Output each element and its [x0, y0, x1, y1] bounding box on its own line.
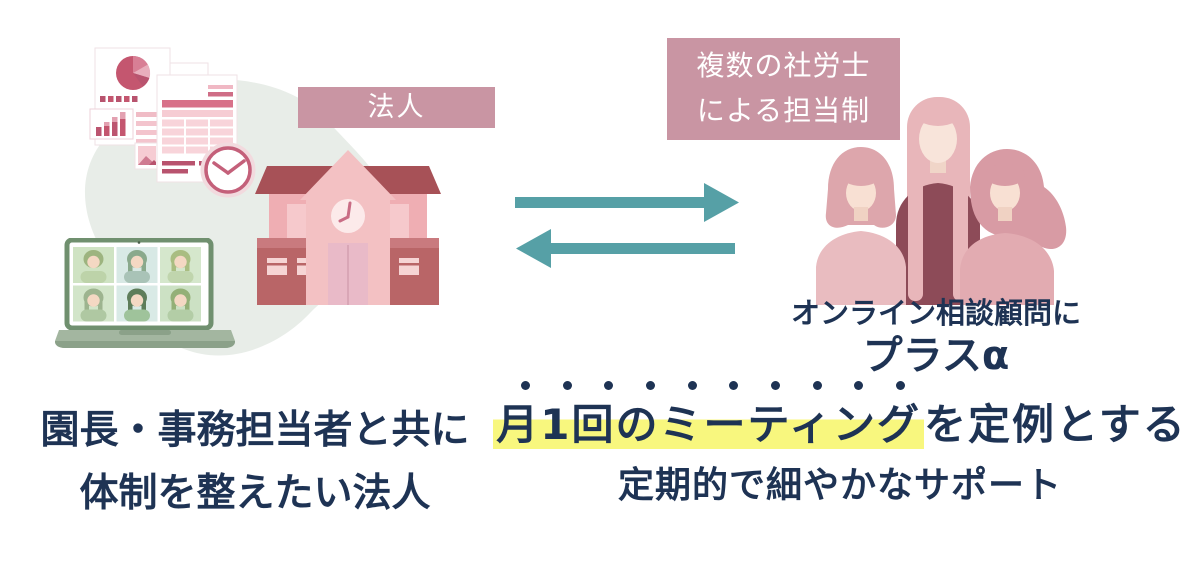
corp-badge-label: 法人 — [367, 92, 426, 123]
tower-clock-icon — [331, 199, 365, 233]
laptop-video-call-icon — [55, 238, 235, 348]
headline-line-2: 定期的で細やかなサポート — [617, 464, 1062, 506]
bar-chart-icon — [89, 108, 134, 140]
emphasis-dot — [604, 380, 614, 390]
school-building-illustration — [255, 150, 441, 305]
video-tile — [73, 247, 114, 283]
three-consultants-icon — [816, 97, 1067, 305]
consultants-badge-line-1: 複数の社労士 — [696, 49, 871, 82]
school-building-icon — [255, 150, 441, 305]
pie-chart-icon — [116, 56, 151, 90]
legend-squares — [100, 96, 138, 102]
video-tile — [160, 285, 201, 322]
consultant-right — [960, 149, 1067, 305]
consultants-illustration — [816, 97, 1067, 305]
consultants-badge: 複数の社労士 による担当制 — [667, 38, 900, 140]
headline-line-1: 月1回のミーティングを定例とする — [480, 399, 1200, 452]
left-caption-line-1: 園長・事務担当者と共に — [40, 408, 470, 453]
consultants-badge-line-2: による担当制 — [696, 94, 871, 127]
clock-icon — [200, 142, 256, 198]
arrow-left-icon — [516, 229, 735, 268]
emphasis-dot — [687, 380, 697, 390]
right-headline: 月1回のミーティングを定例とする 定期的で細やかなサポート — [480, 399, 1200, 507]
video-tile — [116, 285, 158, 322]
emphasis-dots — [521, 380, 905, 390]
exchange-arrows — [515, 183, 739, 268]
corp-badge: 法人 — [298, 87, 495, 128]
emphasis-dot — [854, 380, 864, 390]
emphasis-dot — [770, 380, 780, 390]
emphasis-dot — [645, 380, 655, 390]
emphasis-dot — [812, 380, 822, 390]
arrow-right-icon — [515, 183, 739, 222]
text-lines — [136, 112, 163, 144]
note-line-2: プラスα — [862, 333, 1010, 380]
left-caption: 園長・事務担当者と共に 体制を整えたい法人 — [10, 399, 500, 525]
laptop-video-call-illustration — [55, 238, 235, 348]
video-tile — [73, 285, 114, 322]
headline-rest-text: を定例とする — [923, 400, 1187, 449]
consultant-left — [816, 147, 906, 305]
video-tile — [160, 247, 201, 283]
video-tile — [116, 247, 158, 283]
document-sheet-table — [156, 74, 238, 183]
left-caption-line-2: 体制を整えたい法人 — [79, 471, 431, 517]
documents-illustration — [89, 47, 256, 198]
consultants-note: オンライン相談顧問に プラスα — [750, 296, 1122, 380]
image-placeholder — [134, 142, 160, 170]
emphasis-dot — [729, 380, 739, 390]
note-line-1: オンライン相談顧問に — [790, 296, 1081, 330]
headline-highlight-text: 月1回のミーティング — [493, 400, 924, 449]
emphasis-dot — [562, 380, 572, 390]
emphasis-dot — [895, 380, 905, 390]
emphasis-dot — [521, 380, 530, 390]
